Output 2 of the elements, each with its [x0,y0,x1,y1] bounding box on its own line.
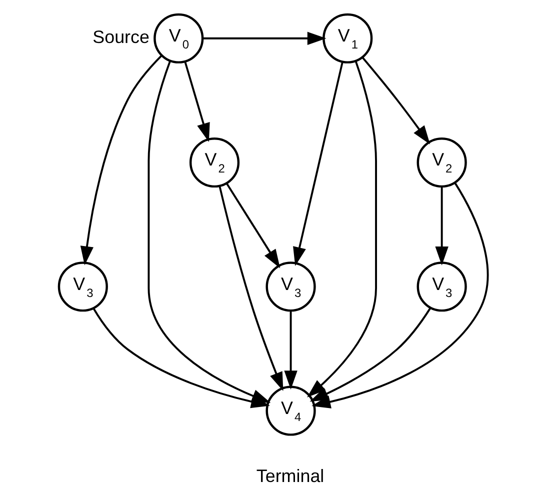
node-label: Terminal [256,466,324,486]
node-label: Source [92,27,150,48]
